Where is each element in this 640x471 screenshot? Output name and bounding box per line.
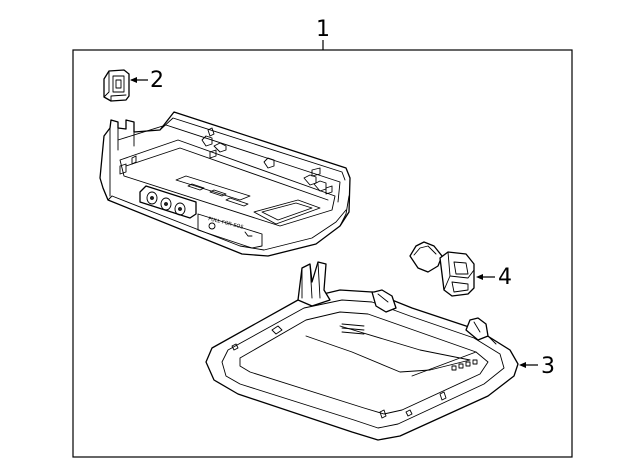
callout-1: 1: [316, 17, 330, 42]
callout-3-arrowhead: [519, 362, 526, 368]
bulb-socket-part: [409, 241, 475, 297]
callout-2-arrowhead: [130, 77, 137, 83]
trim-panel-part: [205, 261, 519, 441]
console-housing: PULL FOR SOS: [99, 111, 351, 257]
callout-3: 3: [541, 354, 555, 379]
clip-part: [103, 69, 130, 102]
callout-2: 2: [150, 68, 164, 93]
callout-4: 4: [498, 265, 512, 290]
callout-4-arrowhead: [476, 274, 483, 280]
